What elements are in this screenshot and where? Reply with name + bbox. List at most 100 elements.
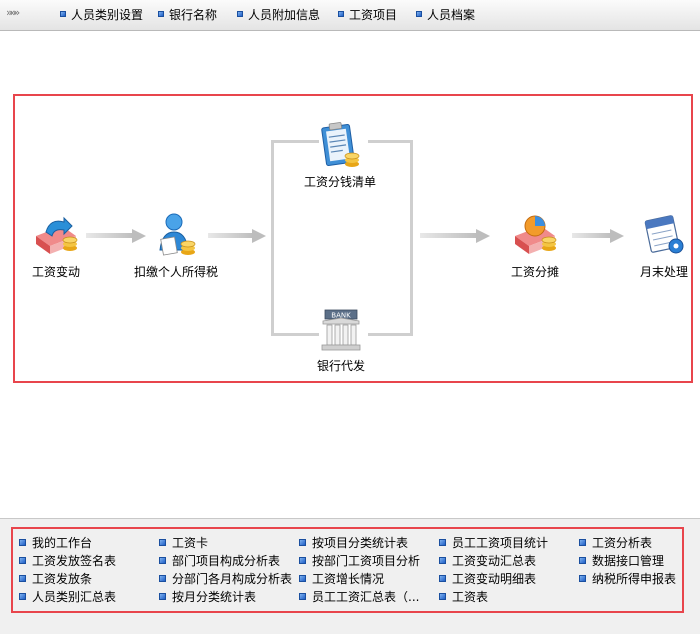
toolbar-item-person-extra-info[interactable]: 人员附加信息 <box>237 6 320 22</box>
menu-item-label: 按项目分类统计表 <box>312 536 409 550</box>
bullet-icon <box>19 575 26 582</box>
node-label: 工资分摊 <box>510 265 559 279</box>
menu-item-label: 按部门工资项目分析 <box>312 554 421 568</box>
salary-change-icon <box>36 216 78 254</box>
node-label: 月末处理 <box>639 265 688 279</box>
menu-item-employee-item-stats[interactable]: 员工工资项目统计 <box>439 534 548 551</box>
salary-allocation-icon <box>515 215 557 254</box>
menu-item-salary-analysis[interactable]: 工资分析表 <box>579 534 652 551</box>
bullet-icon <box>299 593 306 600</box>
menu-item-tax-declaration[interactable]: 纳税所得申报表 <box>579 570 676 587</box>
menu-item-label: 分部门各月构成分析表 <box>172 572 293 586</box>
menu-item-my-workbench[interactable]: 我的工作台 <box>19 534 92 551</box>
node-label: 银行代发 <box>316 359 365 373</box>
node-salary-allocation[interactable]: 工资分摊 <box>505 210 565 280</box>
node-month-end-processing[interactable]: 月末处理 <box>634 210 694 280</box>
bank-icon: BANK <box>321 309 361 351</box>
person-tax-icon <box>159 213 196 256</box>
menu-item-label: 工资发放签名表 <box>32 554 117 568</box>
toolbar-item-label: 人员类别设置 <box>71 7 144 22</box>
menu-item-dept-item-analysis[interactable]: 部门项目构成分析表 <box>159 552 280 569</box>
bullet-icon <box>299 539 306 546</box>
toolbar-item-person-category[interactable]: 人员类别设置 <box>60 6 143 22</box>
menu-item-label: 我的工作台 <box>32 536 93 550</box>
bullet-icon <box>19 557 26 564</box>
menu-item-label: 工资分析表 <box>592 536 653 550</box>
node-label: 工资分钱清单 <box>303 175 376 189</box>
menu-item-label: 工资表 <box>452 590 489 604</box>
toolbar-item-bank-name[interactable]: 银行名称 <box>158 6 217 22</box>
menu-item-label: 员工工资项目统计 <box>452 536 549 550</box>
menu-item-monthly-category-stats[interactable]: 按月分类统计表 <box>159 588 256 605</box>
flow-arrow-icon <box>420 229 490 243</box>
menu-item-label: 工资变动汇总表 <box>452 554 537 568</box>
node-label: 扣缴个人所得税 <box>133 265 218 279</box>
toolbar-item-person-archive[interactable]: 人员档案 <box>416 6 475 22</box>
menu-item-label: 按月分类统计表 <box>172 590 257 604</box>
bullet-icon <box>19 593 26 600</box>
menu-item-label: 工资发放条 <box>32 572 93 586</box>
bullet-icon <box>159 539 166 546</box>
menu-item-salary-change-detail[interactable]: 工资变动明细表 <box>439 570 536 587</box>
menu-item-salary-change-summary[interactable]: 工资变动汇总表 <box>439 552 536 569</box>
node-salary-distribution-list[interactable]: 工资分钱清单 <box>300 120 380 190</box>
bullet-icon <box>579 575 586 582</box>
menu-item-salary-card[interactable]: 工资卡 <box>159 534 208 551</box>
node-salary-change[interactable]: 工资变动 <box>26 210 86 280</box>
bullet-icon <box>159 575 166 582</box>
bullet-icon <box>158 11 164 17</box>
toolbar-item-label: 工资项目 <box>349 7 398 22</box>
menu-item-salary-sign-sheet[interactable]: 工资发放签名表 <box>19 552 116 569</box>
menu-item-label: 部门项目构成分析表 <box>172 554 281 568</box>
bullet-icon <box>299 557 306 564</box>
menu-item-data-interface[interactable]: 数据接口管理 <box>579 552 664 569</box>
menu-item-person-category-summary[interactable]: 人员类别汇总表 <box>19 588 116 605</box>
flow-arrow-icon <box>572 229 624 243</box>
menu-item-label: 工资变动明细表 <box>452 572 537 586</box>
clipboard-list-icon <box>321 122 360 167</box>
menu-item-salary-table[interactable]: 工资表 <box>439 588 488 605</box>
flow-arrow-icon <box>208 229 266 243</box>
bullet-icon <box>19 539 26 546</box>
bullet-icon <box>439 575 446 582</box>
bullet-icon <box>338 11 344 17</box>
menu-item-dept-salary-item-analysis[interactable]: 按部门工资项目分析 <box>299 552 420 569</box>
toolbar-grip-icon[interactable]: »»» <box>6 6 20 19</box>
menu-item-label: 工资增长情况 <box>312 572 385 586</box>
bullet-icon <box>579 539 586 546</box>
calendar-gear-icon <box>644 215 684 254</box>
workflow-panel <box>13 94 693 383</box>
toolbar-item-label: 银行名称 <box>169 7 218 22</box>
bullet-icon <box>439 557 446 564</box>
bullet-icon <box>159 557 166 564</box>
bank-sign-text: BANK <box>331 312 351 320</box>
node-bank-payment[interactable]: BANK 银行代发 <box>306 308 376 374</box>
bullet-icon <box>299 575 306 582</box>
flow-arrow-icon <box>86 229 146 243</box>
bracket-right <box>368 140 413 336</box>
bottom-menu-panel <box>11 527 684 613</box>
menu-item-label: 数据接口管理 <box>592 554 665 568</box>
top-toolbar: »»» 人员类别设置 银行名称 人员附加信息 工资项目 人员档案 <box>0 0 700 31</box>
menu-item-dept-monthly-analysis[interactable]: 分部门各月构成分析表 <box>159 570 292 587</box>
toolbar-item-label: 人员档案 <box>427 7 476 22</box>
bullet-icon <box>60 11 66 17</box>
bracket-left <box>271 140 319 336</box>
node-deduct-personal-tax[interactable]: 扣缴个人所得税 <box>128 210 224 280</box>
bullet-icon <box>416 11 422 17</box>
menu-item-label: 员工工资汇总表（... <box>312 590 420 604</box>
bullet-icon <box>579 557 586 564</box>
toolbar-item-label: 人员附加信息 <box>248 7 321 22</box>
menu-item-salary-growth[interactable]: 工资增长情况 <box>299 570 384 587</box>
bullet-icon <box>159 593 166 600</box>
menu-item-salary-slip[interactable]: 工资发放条 <box>19 570 92 587</box>
bullet-icon <box>237 11 243 17</box>
bullet-icon <box>439 593 446 600</box>
node-label: 工资变动 <box>31 265 80 279</box>
menu-item-item-category-stats[interactable]: 按项目分类统计表 <box>299 534 408 551</box>
menu-item-label: 工资卡 <box>172 536 209 550</box>
toolbar-item-salary-items[interactable]: 工资项目 <box>338 6 397 22</box>
menu-item-employee-salary-summary[interactable]: 员工工资汇总表（... <box>299 588 419 605</box>
bullet-icon <box>439 539 446 546</box>
menu-item-label: 人员类别汇总表 <box>32 590 117 604</box>
